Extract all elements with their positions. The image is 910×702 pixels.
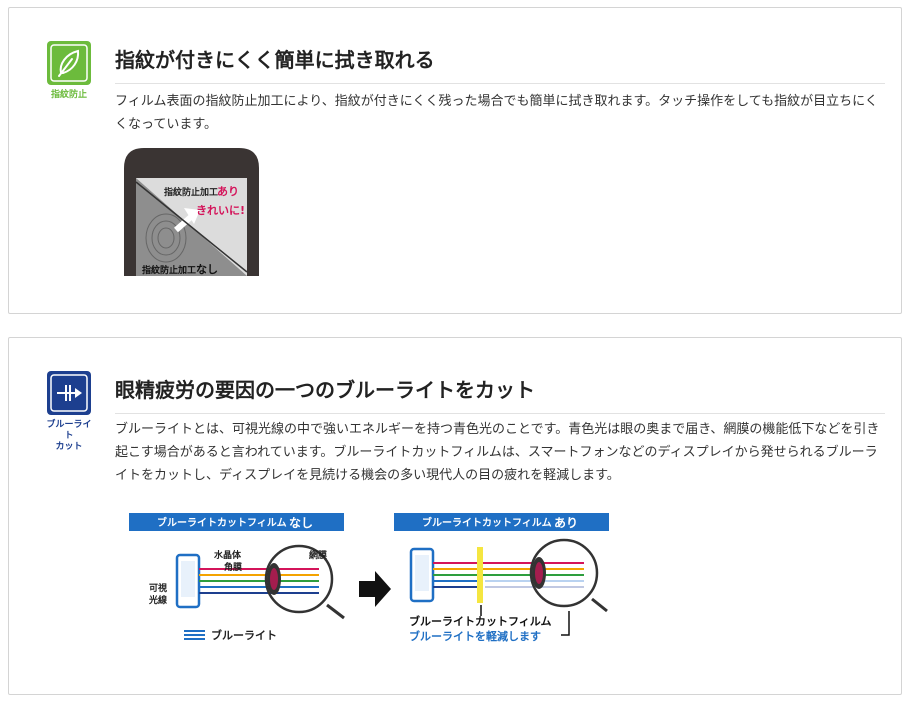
anti-fingerprint-badge: 指紋防止 xyxy=(43,40,95,101)
phone-icon-right xyxy=(409,547,435,603)
label-without-suffix: なし xyxy=(196,263,218,276)
anti-fingerprint-image: 指紋防止加工 あり きれいに! 指紋防止加工 なし xyxy=(124,148,259,276)
left-header-suffix: なし xyxy=(289,516,313,530)
blue-light-badge: ブルーライト カット xyxy=(43,370,95,453)
eye-icon-left xyxy=(264,544,345,620)
legend-bluelight: ブルーライト xyxy=(211,628,277,642)
blue-light-legend-icon xyxy=(184,630,205,640)
blue-light-diagram: ブルーライトカットフィルム なし 水晶体 角膜 網膜 可 xyxy=(129,513,609,648)
right-header-suffix: あり xyxy=(554,516,578,530)
label-without-prefix: 指紋防止加工 xyxy=(142,264,196,276)
arrow-right-icon xyxy=(359,571,391,607)
label-clean: きれいに! xyxy=(196,204,245,217)
feature-title: 指紋が付きにくく簡単に拭き取れる xyxy=(115,44,885,84)
label-retina: 網膜 xyxy=(309,549,328,561)
feature-card-anti-fingerprint: 指紋防止 指紋が付きにくく簡単に拭き取れる フィルム表面の指紋防止加工により、指… xyxy=(8,7,902,314)
label-lens: 水晶体 xyxy=(214,549,242,561)
blue-light-cut-icon xyxy=(46,370,92,416)
eye-icon-right xyxy=(529,538,608,613)
film-layer xyxy=(477,547,483,603)
pen-leaf-icon xyxy=(46,40,92,86)
label-with-prefix: 指紋防止加工 xyxy=(164,186,218,198)
feature-card-blue-light-cut: ブルーライト カット 眼精疲労の要因の一つのブルーライトをカット ブルーライトと… xyxy=(8,337,902,695)
phone-icon-left xyxy=(175,553,201,609)
label-with-suffix: あり xyxy=(217,185,239,198)
label-visible-1: 可視 xyxy=(149,582,167,594)
left-header-prefix: ブルーライトカットフィルム xyxy=(157,516,287,529)
badge-caption-line1: ブルーライト xyxy=(46,420,92,441)
feature-description: フィルム表面の指紋防止加工により、指紋が付きにくく残った場合でも簡単に拭き取れま… xyxy=(115,94,878,132)
badge-caption-line2: カット xyxy=(55,442,83,452)
feature-description: ブルーライトとは、可視光線の中で強いエネルギーを持つ青色光のことです。青色光は眼… xyxy=(115,422,880,483)
label-film: ブルーライトカットフィルム xyxy=(409,614,552,628)
feature-title: 眼精疲労の要因の一つのブルーライトをカット xyxy=(115,374,885,414)
badge-caption: 指紋防止 xyxy=(50,90,87,100)
right-header-prefix: ブルーライトカットフィルム xyxy=(422,516,552,529)
label-reduce: ブルーライトを軽減します xyxy=(409,629,541,643)
label-cornea: 角膜 xyxy=(224,561,243,573)
label-visible-2: 光線 xyxy=(148,594,167,606)
